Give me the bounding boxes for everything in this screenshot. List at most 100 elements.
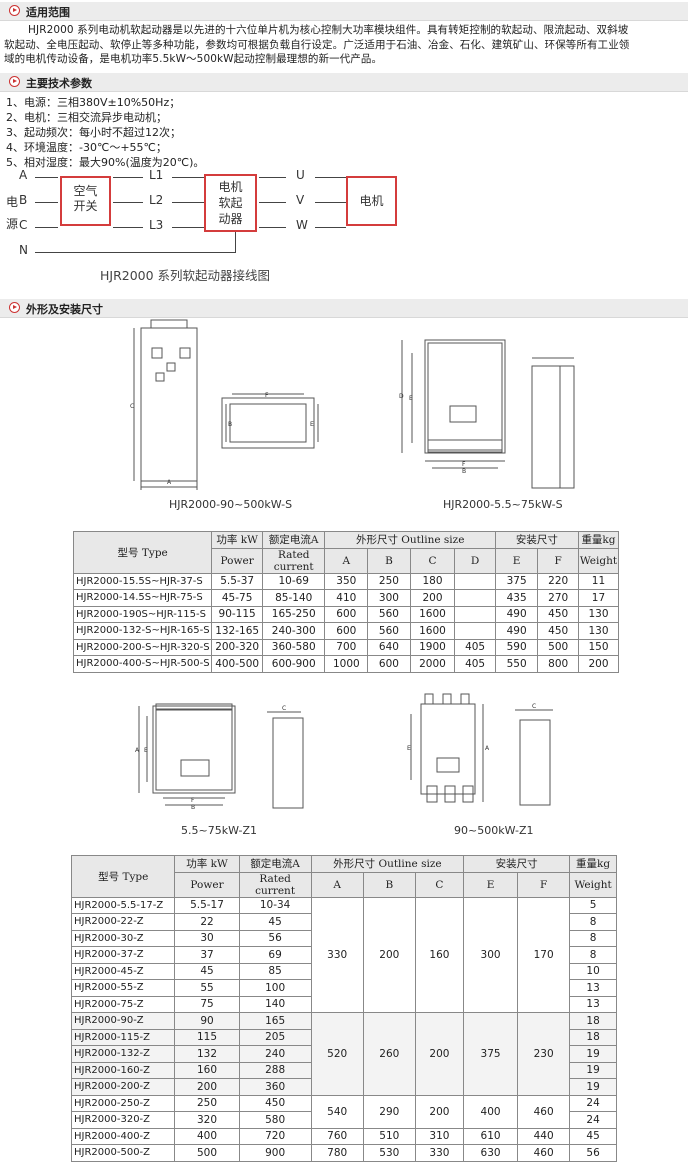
table-cell: HJR2000-15.5S~HJR-37-S (72, 572, 213, 590)
wire (315, 227, 346, 228)
scope-line: 域的电机传动设备，是电机功率5.5kW～500kW起动控制最理想的新一代产品。 (4, 53, 383, 65)
table-cell: 780 (310, 1144, 364, 1162)
table-cell: 19 (569, 1061, 617, 1079)
dim-label-a: A (167, 479, 172, 486)
table-cell: 24 (569, 1111, 617, 1129)
table-cell: 85-140 (261, 589, 326, 607)
table-cell: 200 (362, 896, 416, 1013)
l3-label: L3 (149, 218, 164, 232)
table-cell: 600-900 (261, 655, 326, 673)
table-cell (454, 622, 496, 640)
table-cell: 510 (362, 1127, 416, 1145)
table-cell: 56 (238, 929, 312, 947)
table-cell: 10-69 (261, 572, 326, 590)
motor-box: 电机 (346, 176, 397, 226)
table-cell: 45 (174, 962, 240, 980)
dim-label-f: F (191, 797, 195, 804)
table-cell: HJR2000-14.5S~HJR-75-S (72, 589, 213, 607)
source-label-2: 源 (6, 217, 19, 231)
wire (35, 227, 58, 228)
section-title: 主要技术参数 (26, 77, 92, 90)
table-cell: 490 (494, 605, 539, 623)
header-current-cn: 额定电流A (261, 531, 326, 549)
table-cell: 410 (324, 589, 369, 607)
wire (35, 202, 58, 203)
table-cell: 8 (569, 929, 617, 947)
table-cell: 270 (537, 589, 579, 607)
table-cell: 250 (174, 1094, 240, 1112)
table-cell: 22 (174, 913, 240, 931)
spec-item: 5、相对湿度：最大90%(温度为20℃)。 (6, 156, 205, 169)
table-cell: 5.5-17 (174, 896, 240, 914)
table-cell: 132 (174, 1045, 240, 1063)
table-cell: 160 (174, 1061, 240, 1079)
wire (235, 232, 236, 253)
table-cell: HJR2000-55-Z (70, 979, 176, 997)
table-cell: 130 (577, 622, 620, 640)
dim-label-f: F (265, 392, 269, 399)
z-series-outline-drawings: A E F B C E A C (135, 693, 553, 811)
table-cell: 200 (409, 589, 456, 607)
dim-label-e: E (407, 745, 411, 752)
phase-c-label: C (19, 218, 28, 232)
table-cell: HJR2000-190S~HJR-115-S (72, 605, 213, 623)
table-cell: 2000 (409, 655, 456, 673)
table-cell: 260 (362, 1012, 416, 1096)
dim-label-b: B (191, 804, 195, 811)
table-cell (454, 572, 496, 590)
col-header: E (494, 547, 539, 574)
section-header-scope: 适用范围 (0, 2, 688, 21)
header-outline: 外形尺寸 Outline size (324, 531, 496, 549)
table-cell: 130 (577, 605, 620, 623)
s-series-outline-drawings: C A B E F D E F B (130, 319, 575, 490)
table-cell: 13 (569, 995, 617, 1013)
table-cell: 500 (537, 638, 579, 656)
dim-label-f: F (462, 461, 466, 468)
header-weight-cn: 重量kg (569, 855, 617, 873)
table-cell: 240 (238, 1045, 312, 1063)
v-label: V (296, 193, 305, 207)
motor-label: 电机 (359, 194, 384, 208)
soft-starter-box: 电机 软起 动器 (204, 174, 257, 232)
wire (113, 227, 143, 228)
table-cell: 69 (238, 946, 312, 964)
header-current-en: Rated current (238, 871, 312, 898)
wire (35, 177, 58, 178)
wire (35, 252, 235, 253)
table-cell: 8 (569, 913, 617, 931)
table-cell: 132-165 (211, 622, 263, 640)
wire (259, 227, 286, 228)
table-cell: HJR2000-200-Z (70, 1078, 176, 1096)
table-cell: 100 (238, 979, 312, 997)
source-label-1: 电 (6, 195, 19, 209)
spec-item: 4、环境温度：-30℃～+55℃； (6, 141, 167, 154)
header-weight-cn: 重量kg (577, 531, 620, 549)
table-cell: 288 (238, 1061, 312, 1079)
table-cell: 590 (494, 638, 539, 656)
table-cell: 90 (174, 1012, 240, 1030)
spec-list: 1、电源：三相380V±10%50Hz； 2、电机：三相交流异步电动机； 3、起… (6, 95, 204, 170)
table-cell: 220 (537, 572, 579, 590)
header-power-en: Power (211, 547, 263, 574)
table-cell: 19 (569, 1045, 617, 1063)
table-cell: HJR2000-132-S~HJR-165-S (72, 622, 213, 640)
table-cell: 500 (174, 1144, 240, 1162)
table-cell: 300 (463, 896, 519, 1013)
table-cell: 560 (367, 605, 411, 623)
dim-label-b: B (228, 421, 232, 428)
soft-starter-label: 动器 (218, 212, 243, 226)
table-cell: 720 (238, 1127, 312, 1145)
neutral-label: N (19, 243, 28, 257)
col-header: F (517, 871, 571, 898)
air-switch-box: 空气 开关 (60, 176, 111, 226)
s-series-spec-table: 型号 Type 功率 kW 额定电流A 外形尺寸 Outline size 安装… (72, 531, 620, 673)
